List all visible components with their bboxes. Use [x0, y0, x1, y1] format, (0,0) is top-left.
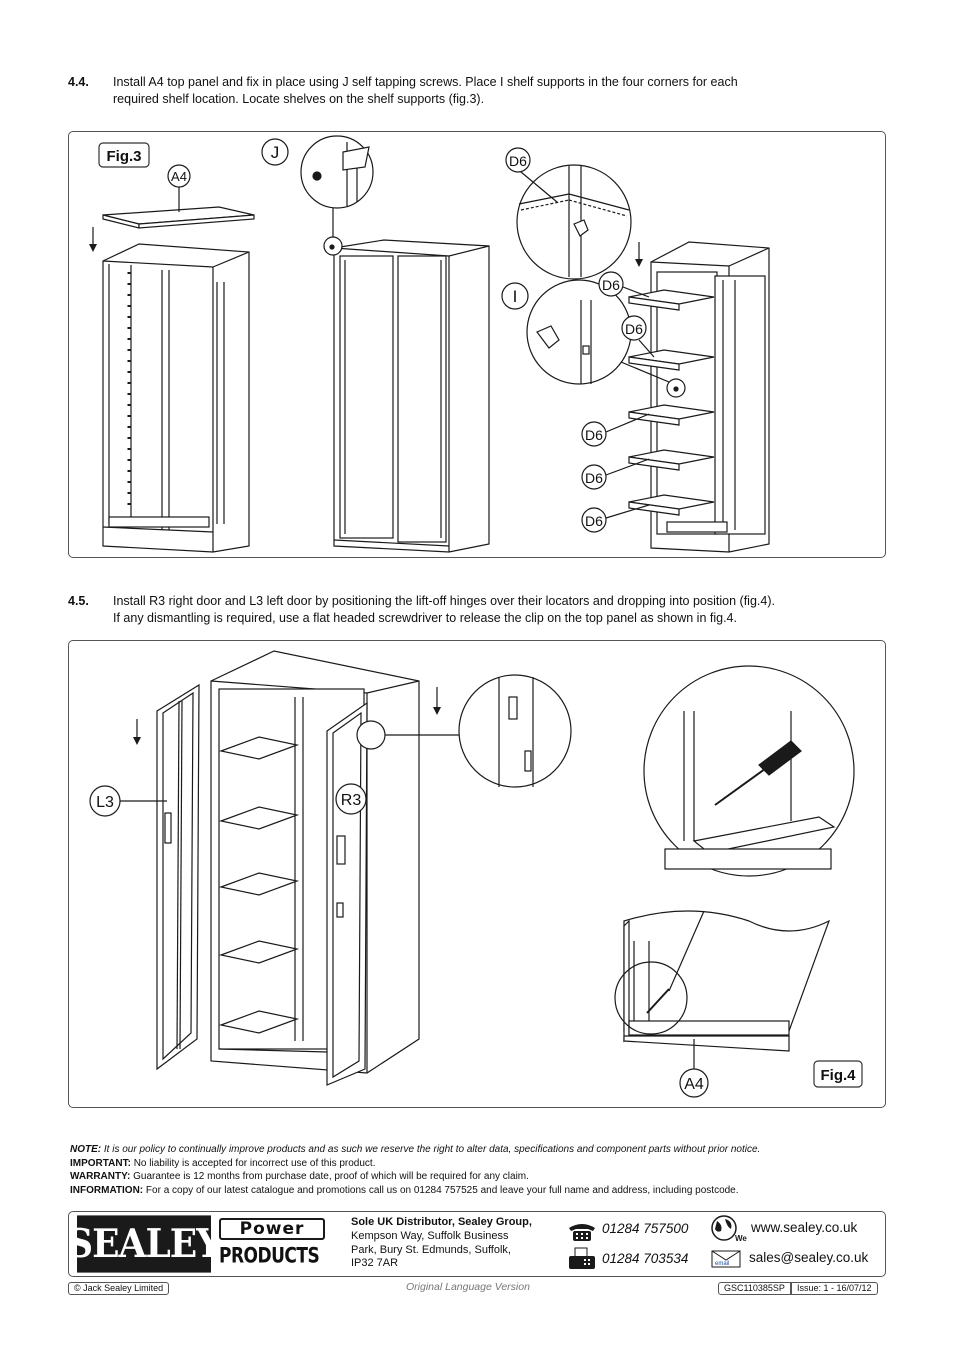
label-a4: A4: [171, 169, 187, 184]
important-line: IMPORTANT: No liability is accepted for …: [70, 1157, 890, 1171]
email-address[interactable]: sales@sealey.co.uk: [749, 1250, 869, 1265]
cabinet-body-drawing: [210, 650, 420, 1074]
note-line: NOTE: It is our policy to continually im…: [70, 1143, 890, 1157]
web-address[interactable]: www.sealey.co.uk: [751, 1220, 858, 1235]
label-i: I: [513, 287, 518, 306]
warranty-line: WARRANTY: Guarantee is 12 months from pu…: [70, 1170, 890, 1184]
step-number: 4.5.: [68, 594, 89, 608]
figure-4-illustration: L3 R3: [89, 650, 863, 1098]
label-d6-shelf-2: D6: [625, 321, 643, 337]
step-text-line: Install A4 top panel and fix in place us…: [113, 75, 738, 89]
label-l3: L3: [96, 794, 114, 811]
information-text: For a copy of our latest catalogue and p…: [143, 1184, 739, 1196]
cabinet-closed-drawing: [333, 239, 490, 553]
issue-box: Issue: 1 - 16/07/12: [791, 1282, 878, 1295]
fax-icon: [569, 1247, 595, 1269]
fax-number: 01284 703534: [602, 1251, 689, 1266]
information-label: INFORMATION:: [70, 1184, 144, 1196]
note-label: NOTE:: [70, 1144, 102, 1155]
left-door-drawing: [133, 683, 200, 1071]
address-line: Park, Bury St. Edmunds, Suffolk,: [351, 1243, 511, 1256]
figure-4: L3 R3: [68, 640, 886, 1108]
important-label: IMPORTANT:: [70, 1157, 131, 1169]
label-r3: R3: [341, 792, 362, 809]
web-globe-icon: Web: [711, 1215, 747, 1243]
label-d6-shelf-4: D6: [585, 470, 603, 486]
label-a4: A4: [684, 1076, 704, 1093]
label-j: J: [271, 143, 280, 162]
fig4-title: Fig.4: [820, 1067, 856, 1084]
information-line: INFORMATION: For a copy of our latest ca…: [70, 1184, 890, 1198]
email-envelope-icon: email: [711, 1250, 741, 1268]
figure-3: Fig.3 A4: [68, 131, 886, 558]
step-text-line: Install R3 right door and L3 left door b…: [113, 594, 775, 608]
step-text: Install A4 top panel and fix in place us…: [113, 74, 888, 108]
warranty-label: WARRANTY:: [70, 1171, 131, 1183]
phone-icon: [569, 1224, 595, 1241]
power-logo: Power: [219, 1218, 325, 1240]
distributor-title: Sole UK Distributor, Sealey Group,: [351, 1216, 532, 1228]
products-logo: PRODUCTS: [219, 1243, 320, 1269]
copyright-box: © Jack Sealey Limited: [68, 1282, 170, 1295]
fig3-title: Fig.3: [106, 148, 141, 165]
email-icon-label: email: [715, 1261, 729, 1267]
sealey-logo: SEALEY: [67, 1215, 222, 1273]
notes-section: NOTE: It is our policy to continually im…: [70, 1143, 890, 1197]
label-d6-shelf-5: D6: [585, 513, 603, 529]
address-line: Kempson Way, Suffolk Business: [351, 1229, 509, 1242]
label-d6-shelf-1: D6: [602, 277, 620, 293]
step-text-line: If any dismantling is required, use a fl…: [113, 611, 737, 625]
distributor-address: Sole UK Distributor, Sealey Group, Kemps…: [351, 1216, 561, 1271]
step-text-line: required shelf location. Locate shelves …: [113, 92, 485, 106]
step-number: 4.4.: [68, 75, 89, 89]
document-code-box: GSC110385SP: [718, 1282, 791, 1295]
step-text: Install R3 right door and L3 left door b…: [113, 593, 888, 627]
original-language-note: Original Language Version: [406, 1281, 530, 1293]
phone-number: 01284 757500: [602, 1221, 689, 1236]
note-text: It is our policy to continually improve …: [101, 1144, 761, 1155]
web-icon-label: Web: [735, 1234, 747, 1243]
label-d6-detail: D6: [509, 153, 527, 169]
address-line: IP32 7AR: [351, 1257, 399, 1270]
fig3-title-box: [98, 142, 150, 168]
cabinet-shelves-drawing: [628, 241, 770, 553]
warranty-text: Guarantee is 12 months from purchase dat…: [130, 1171, 529, 1183]
cabinet-frame-drawing: [89, 206, 255, 553]
footer-contact-box: SEALEY Power PRODUCTS Sole UK Distributo…: [67, 1211, 886, 1277]
important-text: No liability is accepted for incorrect u…: [130, 1157, 376, 1169]
bottom-detail-drawing: [614, 910, 831, 1071]
figure-3-illustration: Fig.3 A4: [89, 135, 770, 553]
label-d6-shelf-3: D6: [585, 427, 603, 443]
fig4-title-box: [813, 1060, 863, 1088]
